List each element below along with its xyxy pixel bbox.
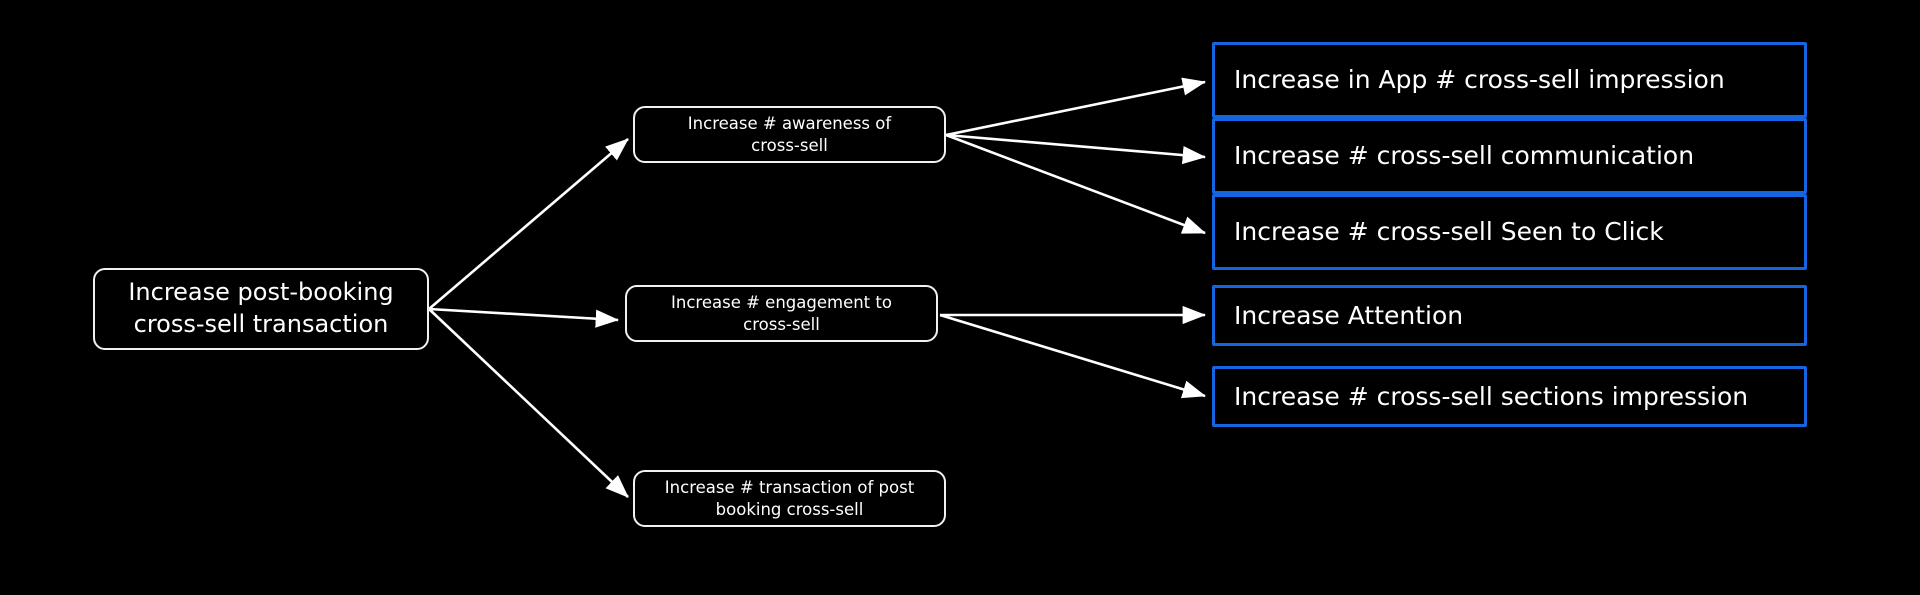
node-driver-awareness-label: Increase # awareness of cross-sell xyxy=(687,113,892,155)
edge-awareness-to-app-impression xyxy=(945,77,1207,137)
node-driver-transaction[interactable]: Increase # transaction of post booking c… xyxy=(633,470,946,527)
node-root[interactable]: Increase post-booking cross-sell transac… xyxy=(93,268,429,350)
node-driver-transaction-label: Increase # transaction of post booking c… xyxy=(664,477,915,519)
node-metric-attention-label: Increase Attention xyxy=(1234,300,1464,330)
node-root-label: Increase post-booking cross-sell transac… xyxy=(128,278,394,338)
node-metric-sections-impression[interactable]: Increase # cross-sell sections impressio… xyxy=(1212,366,1807,427)
edge-root-to-engagement xyxy=(428,307,620,328)
edge-root-to-awareness xyxy=(428,138,629,310)
node-metric-attention[interactable]: Increase Attention xyxy=(1212,285,1807,346)
edge-awareness-to-seen-to-click xyxy=(945,133,1206,235)
edge-root-to-transaction xyxy=(428,308,629,498)
node-metric-app-impression-label: Increase in App # cross-sell impression xyxy=(1234,65,1725,94)
node-metric-seen-to-click-label: Increase # cross-sell Seen to Click xyxy=(1234,217,1664,246)
node-metric-communication[interactable]: Increase # cross-sell communication xyxy=(1212,118,1807,194)
node-metric-communication-label: Increase # cross-sell communication xyxy=(1234,141,1695,170)
node-metric-seen-to-click[interactable]: Increase # cross-sell Seen to Click xyxy=(1212,194,1807,270)
node-metric-sections-impression-label: Increase # cross-sell sections impressio… xyxy=(1234,381,1749,411)
edge-awareness-to-communication xyxy=(945,133,1207,165)
node-driver-engagement-label: Increase # engagement to cross-sell xyxy=(671,292,892,334)
node-driver-engagement[interactable]: Increase # engagement to cross-sell xyxy=(625,285,938,342)
edge-engagement-to-sections-impression xyxy=(939,313,1206,399)
node-driver-awareness[interactable]: Increase # awareness of cross-sell xyxy=(633,106,946,163)
node-metric-app-impression[interactable]: Increase in App # cross-sell impression xyxy=(1212,42,1807,118)
